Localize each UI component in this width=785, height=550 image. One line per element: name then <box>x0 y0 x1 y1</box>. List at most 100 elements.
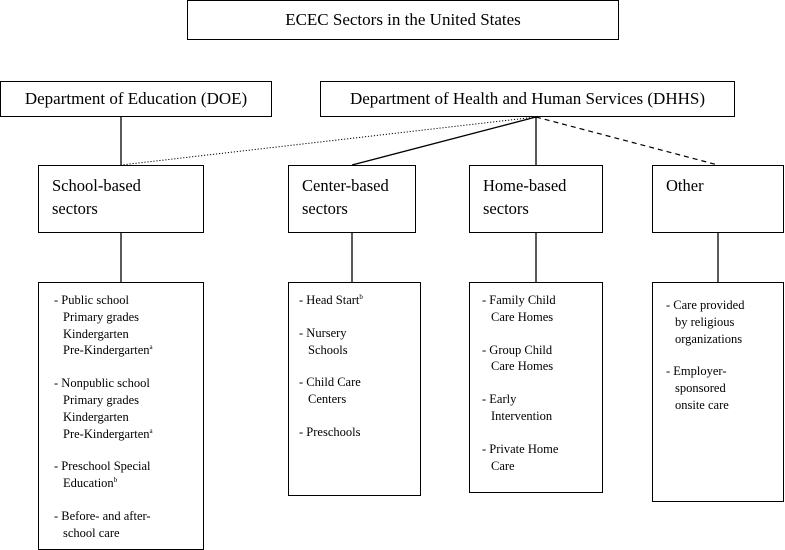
list-item-text: - Nonpublic school <box>54 376 150 391</box>
list-item-text: - Early <box>482 392 517 407</box>
list-item-line: Educationb <box>54 475 203 492</box>
list-item-line: Schools <box>299 342 420 359</box>
list-item-text: - Family Child <box>482 293 556 307</box>
list-item-text: - Private Home <box>482 441 559 456</box>
list-item-text: Care <box>491 458 515 473</box>
dhhs-box: Department of Health and Human Services … <box>320 81 735 117</box>
sector-label-line: School-based <box>52 176 141 195</box>
other-sector-box: Other <box>652 165 784 233</box>
doe-box: Department of Education (DOE) <box>0 81 272 117</box>
list-item-text: - Child Care <box>299 375 361 390</box>
list-item-text: sponsored <box>675 381 726 396</box>
list-item-text: - Group Child <box>482 342 553 357</box>
list-item-line: Care <box>482 458 602 475</box>
list-item-line: Kindergarten <box>54 326 203 343</box>
list-item-line: Intervention <box>482 408 602 425</box>
list-item-text: by religious <box>675 314 735 329</box>
dhhs-to-school-connector <box>120 116 537 166</box>
list-item-line: Care Homes <box>482 358 602 375</box>
footnote-marker: b <box>359 292 363 301</box>
list-item-text: onsite care <box>675 397 729 412</box>
school-based-sector-box: School-based sectors <box>38 165 204 233</box>
list-item-text: - Before- and after- <box>54 508 151 523</box>
list-item-text: Primary grades <box>63 309 140 324</box>
list-item-text: Intervention <box>491 408 553 423</box>
list-item-line: by religious <box>666 314 783 331</box>
sector-label-line: Home-based <box>483 176 567 195</box>
list-item: - Before- and after-school care <box>54 508 203 542</box>
list-item-line: Pre-Kindergartena <box>54 342 203 359</box>
list-item-text: Care Homes <box>491 309 554 324</box>
list-item-line: onsite care <box>666 397 783 414</box>
list-item-line: - Child Care <box>299 374 420 391</box>
list-item-line: Primary grades <box>54 309 203 326</box>
dhhs-to-center-connector <box>351 116 537 166</box>
list-item-text: Pre-Kindergarten <box>63 343 150 358</box>
list-item-text: - Preschool Special <box>54 459 151 474</box>
list-item-text: - Public school <box>54 293 129 307</box>
list-item-line: - Nonpublic school <box>54 375 203 392</box>
list-item-text: - Preschools <box>299 424 361 439</box>
list-item-line: Pre-Kindergartena <box>54 426 203 443</box>
list-item-text: Centers <box>308 392 347 407</box>
list-item-line: school care <box>54 525 203 542</box>
list-item-line: - Early <box>482 391 602 408</box>
list-item-line: organizations <box>666 331 783 348</box>
list-item-line: - Family Child <box>482 292 602 309</box>
sector-label-line: sectors <box>483 199 529 218</box>
list-item-line: - Public school <box>54 292 203 309</box>
list-item-line: - Private Home <box>482 441 602 458</box>
list-item-text: - Nursery <box>299 325 347 340</box>
diagram-title: ECEC Sectors in the United States <box>187 0 619 40</box>
dhhs-to-other-connector <box>535 116 719 166</box>
footnote-marker: a <box>149 343 153 352</box>
list-item-text: Kindergarten <box>63 326 129 341</box>
list-item-text: - Care provided <box>666 298 745 312</box>
list-item-line: - Group Child <box>482 342 602 359</box>
home-based-sector-box: Home-based sectors <box>469 165 603 233</box>
center-based-sector-box: Center-based sectors <box>288 165 416 233</box>
list-item-line: - Before- and after- <box>54 508 203 525</box>
list-item: - Head Startb <box>299 292 420 309</box>
list-item-text: Kindergarten <box>63 409 129 424</box>
footnote-marker: a <box>149 426 153 435</box>
sector-label-line: sectors <box>52 199 98 218</box>
list-item-text: Schools <box>308 342 348 357</box>
list-item-text: - Employer- <box>666 364 727 379</box>
list-item-text: Education <box>63 476 114 491</box>
sector-label-line: sectors <box>302 199 348 218</box>
list-item-text: - Head Start <box>299 293 360 307</box>
list-item: - Preschools <box>299 424 420 441</box>
list-item-text: school care <box>63 525 120 540</box>
list-item-line: Primary grades <box>54 392 203 409</box>
other-list-box: - Care provided by religious organizations… <box>652 282 784 502</box>
list-item-line: sponsored <box>666 380 783 397</box>
list-item-line: - Nursery <box>299 325 420 342</box>
list-item-line: - Employer- <box>666 363 783 380</box>
list-item-line: - Head Startb <box>299 292 420 309</box>
list-item: - Care provided by religious organizations <box>666 297 783 347</box>
list-item-text: organizations <box>675 331 743 346</box>
list-item-text: Care Homes <box>491 359 554 374</box>
sector-label-line: Center-based <box>302 176 389 195</box>
list-item-line: - Care provided <box>666 297 783 314</box>
list-item-line: Care Homes <box>482 309 602 326</box>
list-item-line: - Preschool Special <box>54 458 203 475</box>
footnote-marker: b <box>113 476 118 485</box>
list-item-text: Pre-Kindergarten <box>63 426 150 441</box>
list-item-line: - Preschools <box>299 424 420 441</box>
